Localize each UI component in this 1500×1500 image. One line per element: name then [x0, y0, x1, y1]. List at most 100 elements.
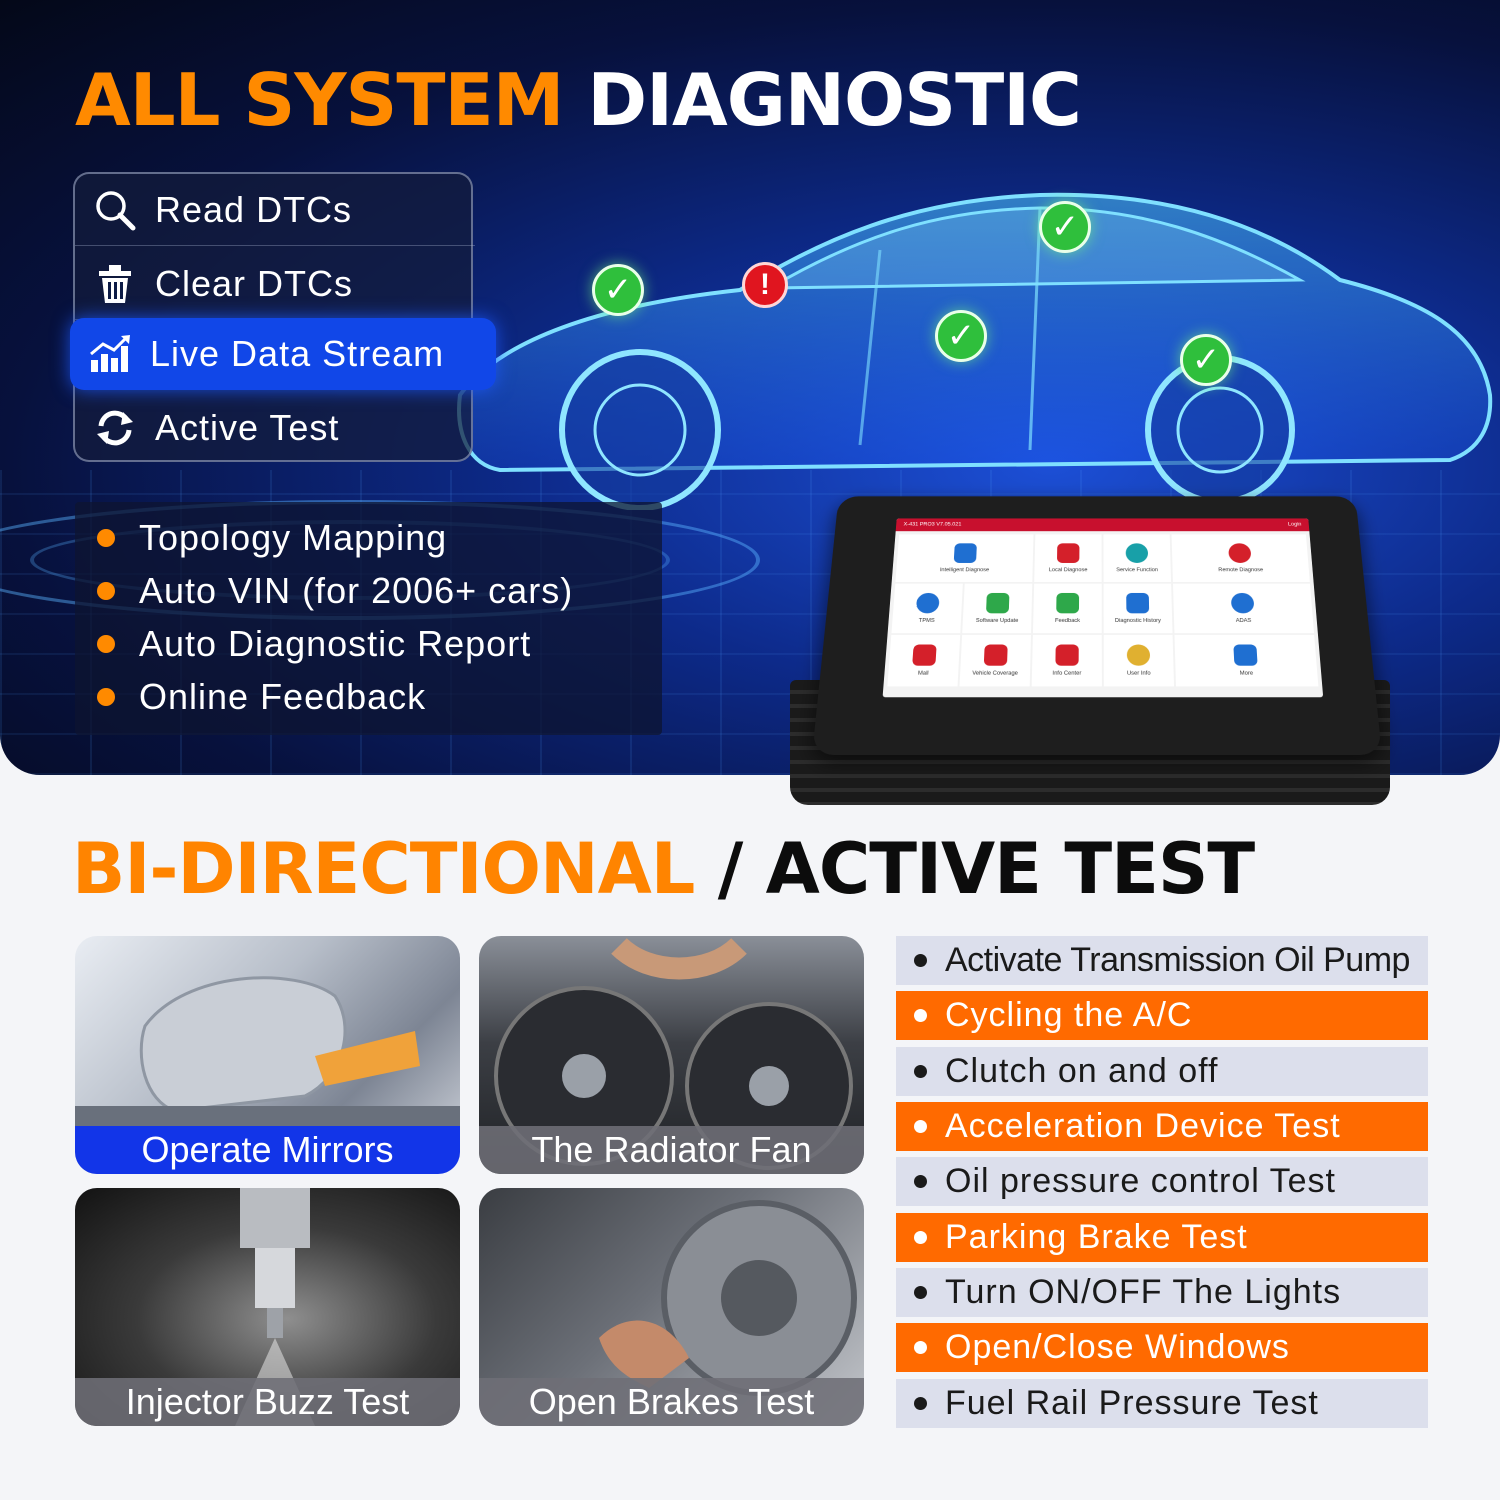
bullet-icon — [914, 1120, 927, 1133]
app-tile[interactable]: ADAS — [1172, 583, 1315, 634]
test-label: Acceleration Device Test — [945, 1107, 1341, 1145]
tablet-title: X-431 PRO3 V7.05.021 — [903, 522, 962, 528]
bullet-icon — [914, 1009, 927, 1022]
app-tile[interactable]: Feedback — [1032, 583, 1102, 634]
feature-item: Auto Diagnostic Report — [97, 623, 531, 665]
test-item: Activate Transmission Oil Pump — [896, 936, 1428, 985]
app-tile[interactable]: TPMS — [891, 583, 963, 634]
refresh-icon — [75, 406, 155, 450]
alert-icon: ! — [742, 262, 788, 308]
app-label: ADAS — [1235, 618, 1252, 624]
bullet-icon — [97, 529, 115, 547]
app-icon — [985, 592, 1010, 614]
test-label: Parking Brake Test — [945, 1218, 1248, 1256]
function-menu: Read DTCs Clear DTCs Live Data Stream Ac… — [70, 172, 496, 464]
bullet-icon — [914, 1175, 927, 1188]
app-label: Feedback — [1054, 618, 1081, 624]
feature-list: Topology Mapping Auto VIN (for 2006+ car… — [75, 502, 662, 735]
app-label: Intelligent Diagnose — [939, 567, 990, 573]
app-tile[interactable]: Local Diagnose — [1034, 534, 1102, 583]
bullet-icon — [914, 954, 927, 967]
app-label: Vehicle Coverage — [972, 671, 1018, 677]
app-label: Remote Diagnose — [1218, 567, 1264, 573]
title-highlight: ALL SYSTEM — [75, 58, 564, 142]
app-tile[interactable]: Info Center — [1031, 634, 1102, 687]
app-label: Mall — [917, 671, 929, 677]
app-icon — [1055, 644, 1079, 666]
bullet-icon — [914, 1397, 927, 1410]
app-grid: Intelligent Diagnose Local Diagnose Serv… — [883, 531, 1322, 690]
test-label: Clutch on and off — [945, 1052, 1219, 1090]
test-item: Open/Close Windows — [896, 1323, 1428, 1372]
bullet-icon — [914, 1341, 927, 1354]
test-label: Open/Close Windows — [945, 1328, 1290, 1366]
search-icon — [75, 188, 155, 232]
photo-caption: Open Brakes Test — [479, 1378, 864, 1426]
menu-item-label: Read DTCs — [155, 188, 353, 230]
test-label: Oil pressure control Test — [945, 1162, 1336, 1200]
section-title-highlight: BI-DIRECTIONAL — [72, 828, 695, 910]
app-tile[interactable]: User Info — [1103, 634, 1175, 687]
app-icon — [1228, 543, 1252, 563]
app-tile[interactable]: Vehicle Coverage — [959, 634, 1031, 687]
test-item: Oil pressure control Test — [896, 1157, 1428, 1206]
app-icon — [1056, 543, 1080, 563]
feature-item: Auto VIN (for 2006+ cars) — [97, 570, 573, 612]
app-tile[interactable]: Remote Diagnose — [1171, 534, 1310, 583]
app-label: Info Center — [1052, 671, 1082, 677]
feature-item: Online Feedback — [97, 676, 426, 718]
test-item: Turn ON/OFF The Lights — [896, 1268, 1428, 1317]
app-tile[interactable]: Software Update — [962, 583, 1033, 634]
menu-item-active-test[interactable]: Active Test — [75, 392, 475, 464]
app-tile[interactable]: Diagnostic History — [1103, 583, 1173, 634]
app-icon — [1233, 644, 1258, 666]
app-icon — [1056, 592, 1080, 614]
trash-icon — [75, 263, 155, 305]
app-tile[interactable]: Service Function — [1103, 534, 1172, 583]
check-icon: ✓ — [935, 310, 987, 362]
chart-icon — [70, 334, 150, 374]
page-title: ALL SYSTEM DIAGNOSTIC — [75, 58, 1082, 142]
section-title-rest: / ACTIVE TEST — [717, 828, 1255, 910]
title-rest: DIAGNOSTIC — [587, 58, 1081, 142]
bullet-icon — [97, 582, 115, 600]
tablet-screen: X-431 PRO3 V7.05.021 Login Intelligent D… — [882, 518, 1324, 698]
app-tile[interactable]: Intelligent Diagnose — [895, 534, 1034, 583]
feature-label: Auto Diagnostic Report — [139, 623, 532, 664]
feature-item: Topology Mapping — [97, 517, 447, 559]
app-icon — [983, 644, 1008, 666]
mirror-illustration — [75, 976, 460, 1126]
app-tile[interactable]: More — [1174, 634, 1319, 687]
app-label: Service Function — [1116, 567, 1159, 573]
photo-caption: Injector Buzz Test — [75, 1378, 460, 1426]
test-label: Cycling the A/C — [945, 996, 1193, 1034]
app-label: More — [1239, 671, 1254, 677]
menu-item-live-data-stream[interactable]: Live Data Stream — [70, 318, 496, 390]
app-icon — [912, 644, 937, 666]
photo-injector-buzz-test: Injector Buzz Test — [75, 1188, 460, 1426]
bullet-icon — [97, 635, 115, 653]
photo-caption: Operate Mirrors — [75, 1126, 460, 1174]
test-label: Fuel Rail Pressure Test — [945, 1384, 1319, 1422]
feature-label: Topology Mapping — [139, 517, 448, 558]
test-label: Turn ON/OFF The Lights — [945, 1273, 1342, 1311]
tablet-login[interactable]: Login — [1287, 522, 1302, 528]
test-label: Activate Transmission Oil Pump — [945, 941, 1410, 979]
app-label: User Info — [1126, 671, 1151, 677]
app-label: Local Diagnose — [1048, 567, 1088, 573]
test-item: Parking Brake Test — [896, 1213, 1428, 1262]
diagnostic-tablet: X-431 PRO3 V7.05.021 Login Intelligent D… — [812, 496, 1382, 755]
bullet-icon — [97, 688, 115, 706]
menu-item-clear-dtcs[interactable]: Clear DTCs — [75, 248, 475, 320]
feature-label: Auto VIN (for 2006+ cars) — [139, 570, 574, 611]
app-icon — [915, 592, 940, 614]
check-icon: ✓ — [1039, 201, 1091, 253]
app-label: TPMS — [918, 618, 935, 624]
bullet-icon — [914, 1231, 927, 1244]
test-item: Acceleration Device Test — [896, 1102, 1428, 1151]
menu-item-read-dtcs[interactable]: Read DTCs — [75, 174, 475, 246]
photo-operate-mirrors: Operate Mirrors — [75, 936, 460, 1174]
app-icon — [1125, 543, 1149, 563]
check-icon: ✓ — [1180, 334, 1232, 386]
app-tile[interactable]: Mall — [887, 634, 961, 687]
